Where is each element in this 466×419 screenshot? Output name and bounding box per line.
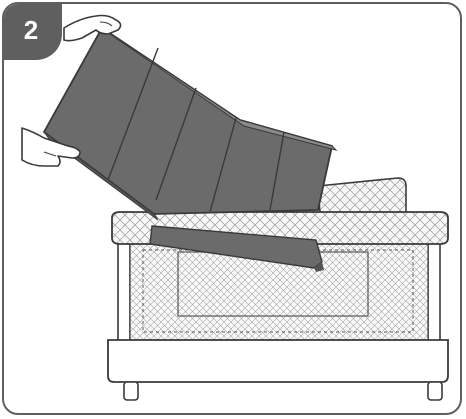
mattress-lower-end xyxy=(149,225,324,272)
right-post xyxy=(427,241,441,343)
seam-2 xyxy=(155,87,197,201)
step-number: 2 xyxy=(23,15,39,45)
left-post xyxy=(117,241,131,343)
hand-icon xyxy=(63,14,122,42)
mattress-pad xyxy=(43,27,338,221)
seam-4 xyxy=(269,131,285,211)
hand-icon xyxy=(21,127,81,167)
left-foot xyxy=(123,381,139,401)
seam-1 xyxy=(107,47,159,181)
seam-3 xyxy=(209,117,237,213)
step-badge: 2 xyxy=(4,4,62,60)
back-rail xyxy=(317,177,407,215)
right-foot xyxy=(427,381,443,401)
base-skirt xyxy=(107,339,449,383)
